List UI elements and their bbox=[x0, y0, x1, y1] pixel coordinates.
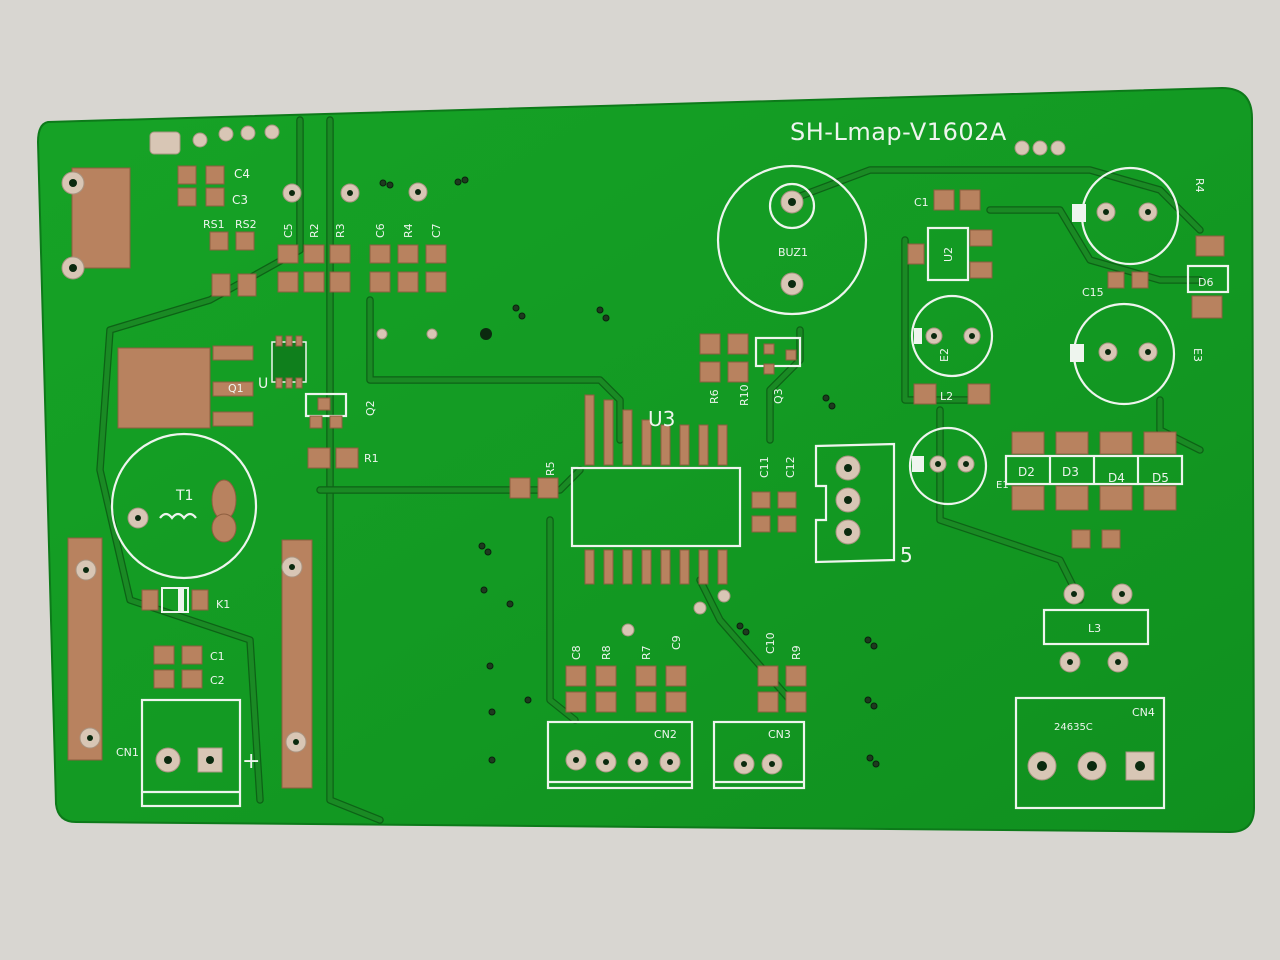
q1-mosfet: Q1 U bbox=[117, 345, 268, 429]
r7-label: R7 bbox=[640, 645, 653, 660]
e2-label: E2 bbox=[938, 348, 951, 362]
resistor-cap-row: C5 R2 R3 C6 R4 C7 bbox=[277, 223, 492, 340]
u-label: U bbox=[258, 376, 268, 392]
q3-label: Q3 bbox=[772, 388, 785, 404]
c3-label: C3 bbox=[232, 193, 248, 207]
rs2-label: RS2 bbox=[235, 218, 257, 231]
q2-and-r1: Q2 R1 bbox=[304, 392, 379, 469]
d2-label: D2 bbox=[1018, 465, 1035, 479]
c11-label: C11 bbox=[758, 456, 771, 478]
r5-resistor: R5 bbox=[509, 461, 559, 499]
r5-label: R5 bbox=[544, 461, 557, 476]
d3-label: D3 bbox=[1062, 465, 1079, 479]
e1-label: E1 bbox=[996, 480, 1009, 491]
r3-label: R3 bbox=[334, 223, 347, 238]
buz1-label: BUZ1 bbox=[778, 246, 808, 259]
c4-label: C4 bbox=[234, 167, 250, 181]
via-row-top bbox=[282, 176, 469, 203]
r4-label: R4 bbox=[402, 223, 415, 238]
c1-c2-caps: C1 C2 bbox=[153, 645, 225, 689]
board-title: SH-Lmap-V1602A bbox=[790, 118, 1007, 146]
c12-label: C12 bbox=[784, 456, 797, 478]
long-copper-bars bbox=[67, 537, 313, 789]
u3-label: U3 bbox=[648, 407, 675, 431]
c5-label: C5 bbox=[282, 223, 295, 238]
c4-c3-rs-block: C4 C3 RS1 RS2 bbox=[177, 165, 257, 297]
bottom-resistors: C8 R8 R7 C9 C10 R9 bbox=[565, 589, 807, 713]
c8-label: C8 bbox=[570, 645, 583, 660]
c11-c12-caps: C11 C12 bbox=[751, 456, 797, 533]
five-label: 5 bbox=[900, 543, 913, 567]
c15-label: C15 bbox=[1082, 286, 1104, 299]
c9-label: C9 bbox=[670, 635, 683, 650]
r4-capacitor: R4 bbox=[1072, 166, 1206, 266]
transformer-t1: T1 bbox=[110, 432, 258, 580]
c2-label: C2 bbox=[210, 674, 225, 687]
terminal-top-left bbox=[61, 167, 131, 280]
code-label: 24635C bbox=[1054, 722, 1093, 733]
u3-bottom-pins bbox=[584, 549, 728, 585]
cn1-connector: CN1 + bbox=[116, 698, 260, 808]
c6-label: C6 bbox=[374, 223, 387, 238]
via-clusters bbox=[478, 304, 880, 768]
cn4-connector: 24635C CN4 bbox=[1014, 696, 1166, 810]
ic-u3: U3 bbox=[570, 394, 742, 585]
e3-label: E3 bbox=[1191, 348, 1204, 362]
u2-label: U2 bbox=[942, 247, 955, 262]
d4-label: D4 bbox=[1108, 471, 1125, 485]
l2-inductor: L2 bbox=[913, 383, 991, 405]
cn1-label: CN1 bbox=[116, 746, 139, 759]
plus-label: + bbox=[242, 749, 260, 774]
k1-diode: K1 bbox=[141, 587, 230, 613]
d6-label: D6 bbox=[1198, 276, 1213, 289]
q2-label: Q2 bbox=[364, 400, 377, 416]
c10-label: C10 bbox=[764, 632, 777, 654]
r8-label: R8 bbox=[600, 645, 613, 660]
r10-label: R10 bbox=[738, 384, 751, 406]
rs1-label: RS1 bbox=[203, 218, 225, 231]
connector-5pin: 5 bbox=[814, 442, 913, 567]
c1-u2-block: C1 U2 bbox=[907, 189, 993, 282]
q1-label: Q1 bbox=[228, 382, 244, 395]
cn2-connector: CN2 bbox=[546, 720, 694, 790]
small-cap-mid-right bbox=[1071, 529, 1121, 549]
c15-d6: C15 D6 bbox=[1082, 235, 1230, 319]
l3-inductor: L3 bbox=[1042, 583, 1150, 673]
diodes-d2-d5: D2 D3 D4 D5 E1 bbox=[996, 431, 1184, 511]
e1-capacitor bbox=[908, 426, 988, 506]
small-ic-soic bbox=[271, 335, 307, 389]
top-right-header bbox=[1014, 140, 1066, 156]
r4b-label: R4 bbox=[1193, 178, 1206, 193]
cn3-label: CN3 bbox=[768, 728, 791, 741]
d5-label: D5 bbox=[1152, 471, 1169, 485]
k1-label: K1 bbox=[216, 598, 230, 611]
cn3-connector: CN3 bbox=[712, 720, 806, 790]
l2-label: L2 bbox=[940, 390, 953, 403]
r6-r10-q3: R6 R10 Q3 bbox=[699, 333, 802, 406]
c7-label: C7 bbox=[430, 223, 443, 238]
u3-top-pins bbox=[584, 394, 728, 466]
cn2-label: CN2 bbox=[654, 728, 677, 741]
r1-label: R1 bbox=[364, 452, 379, 465]
e2-capacitor: E2 bbox=[910, 294, 994, 378]
c1b-label: C1 bbox=[914, 196, 929, 209]
cn4-label: CN4 bbox=[1132, 706, 1155, 719]
e3-capacitor: E3 bbox=[1070, 302, 1204, 406]
r9-label: R9 bbox=[790, 645, 803, 660]
c1-label: C1 bbox=[210, 650, 225, 663]
t1-label: T1 bbox=[175, 488, 193, 504]
buzzer-buz1: BUZ1 bbox=[716, 164, 868, 316]
r2-label: R2 bbox=[308, 223, 321, 238]
r6-label: R6 bbox=[708, 389, 721, 404]
l3-label: L3 bbox=[1088, 622, 1101, 635]
top-left-header-pads bbox=[149, 124, 280, 155]
